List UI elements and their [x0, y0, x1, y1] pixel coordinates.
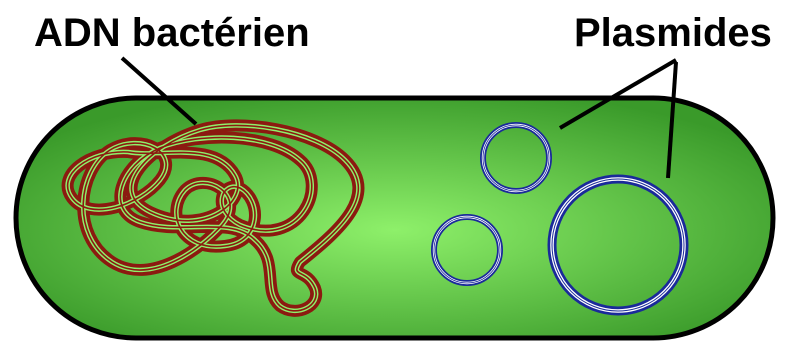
plasmids-label: Plasmides [574, 11, 772, 55]
dna-label: ADN bactérien [34, 11, 310, 55]
